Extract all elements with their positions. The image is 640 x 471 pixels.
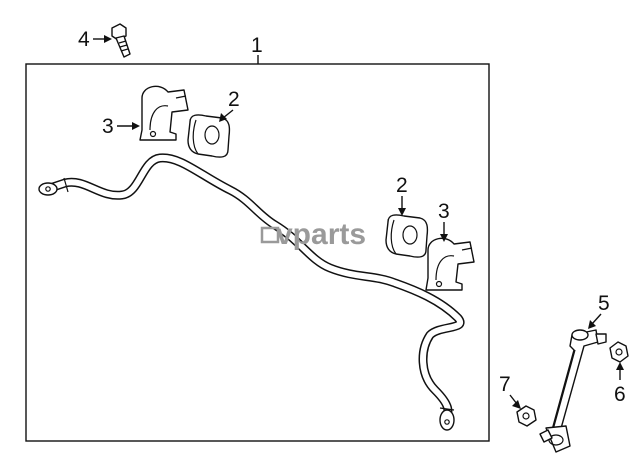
callout-2-right: 2 xyxy=(396,174,408,197)
stabilizer-bar xyxy=(38,153,465,431)
stabilizer-link xyxy=(539,329,607,453)
arrow-5 xyxy=(588,313,602,329)
callout-7: 7 xyxy=(499,373,511,396)
arrow-7 xyxy=(509,394,521,409)
callout-3-left: 3 xyxy=(102,115,114,138)
callout-5: 5 xyxy=(598,292,610,315)
callout-2-left: 2 xyxy=(228,88,240,111)
link-lower-nut xyxy=(516,405,537,427)
arrow-3-left xyxy=(117,122,140,130)
callout-1: 1 xyxy=(251,34,263,57)
callout-3-right: 3 xyxy=(438,200,450,223)
arrow-2-right xyxy=(398,196,406,216)
arrow-6 xyxy=(616,362,624,380)
arrow-2-left xyxy=(219,109,234,122)
callout-6: 6 xyxy=(614,383,626,406)
callout-4: 4 xyxy=(78,28,90,51)
bracket-left xyxy=(139,85,189,141)
arrow-4 xyxy=(93,35,112,43)
bracket-right xyxy=(425,237,475,291)
link-nut xyxy=(609,341,629,363)
bushing-right xyxy=(385,214,429,258)
watermark-text: vparts xyxy=(276,218,366,251)
arrow-3-right xyxy=(440,222,448,242)
watermark-logo: vparts xyxy=(260,218,366,251)
bolt xyxy=(111,23,131,58)
bushing-left xyxy=(187,114,231,158)
